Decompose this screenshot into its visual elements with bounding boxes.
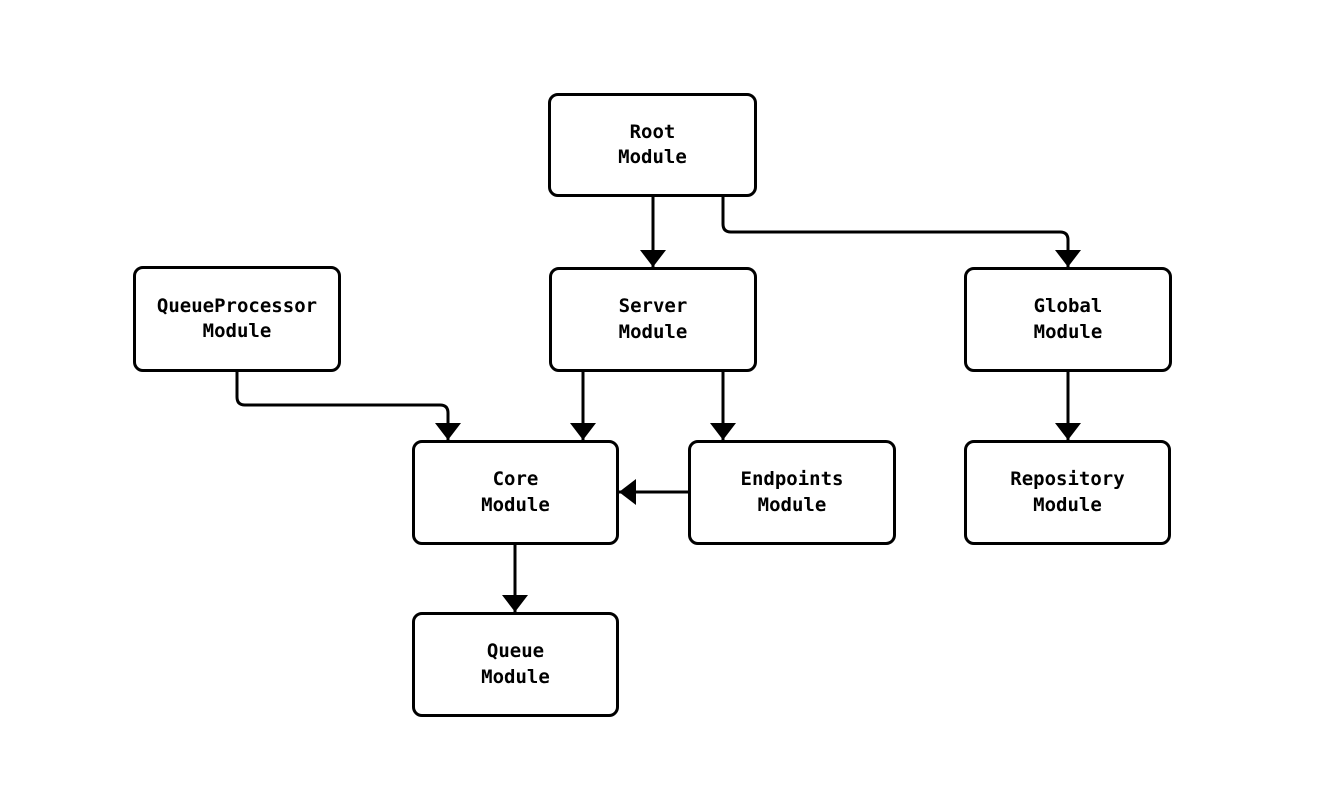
node-server-module-label: Server Module	[618, 295, 688, 343]
node-queueprocessor-module-label: QueueProcessor Module	[156, 294, 318, 342]
node-repository-module: Repository Module	[964, 440, 1171, 545]
node-queue-module-label: Queue Module	[481, 640, 550, 688]
edge-root-to-global	[721, 197, 1081, 267]
node-global-module-label: Global Module	[1033, 295, 1103, 343]
node-queue-module: Queue Module	[412, 612, 619, 717]
node-server-module: Server Module	[549, 267, 757, 372]
node-root-module-label: Root Module	[618, 120, 687, 168]
node-endpoints-module: Endpoints Module	[688, 440, 896, 545]
node-repository-module-label: Repository Module	[1010, 468, 1125, 516]
node-queueprocessor-module: QueueProcessor Module	[133, 266, 341, 372]
node-core-module: Core Module	[412, 440, 619, 545]
edge-queueprocessor-to-core	[235, 372, 461, 440]
node-root-module: Root Module	[548, 93, 757, 197]
node-core-module-label: Core Module	[481, 468, 550, 516]
node-global-module: Global Module	[964, 267, 1172, 372]
node-endpoints-module-label: Endpoints Module	[740, 468, 844, 516]
